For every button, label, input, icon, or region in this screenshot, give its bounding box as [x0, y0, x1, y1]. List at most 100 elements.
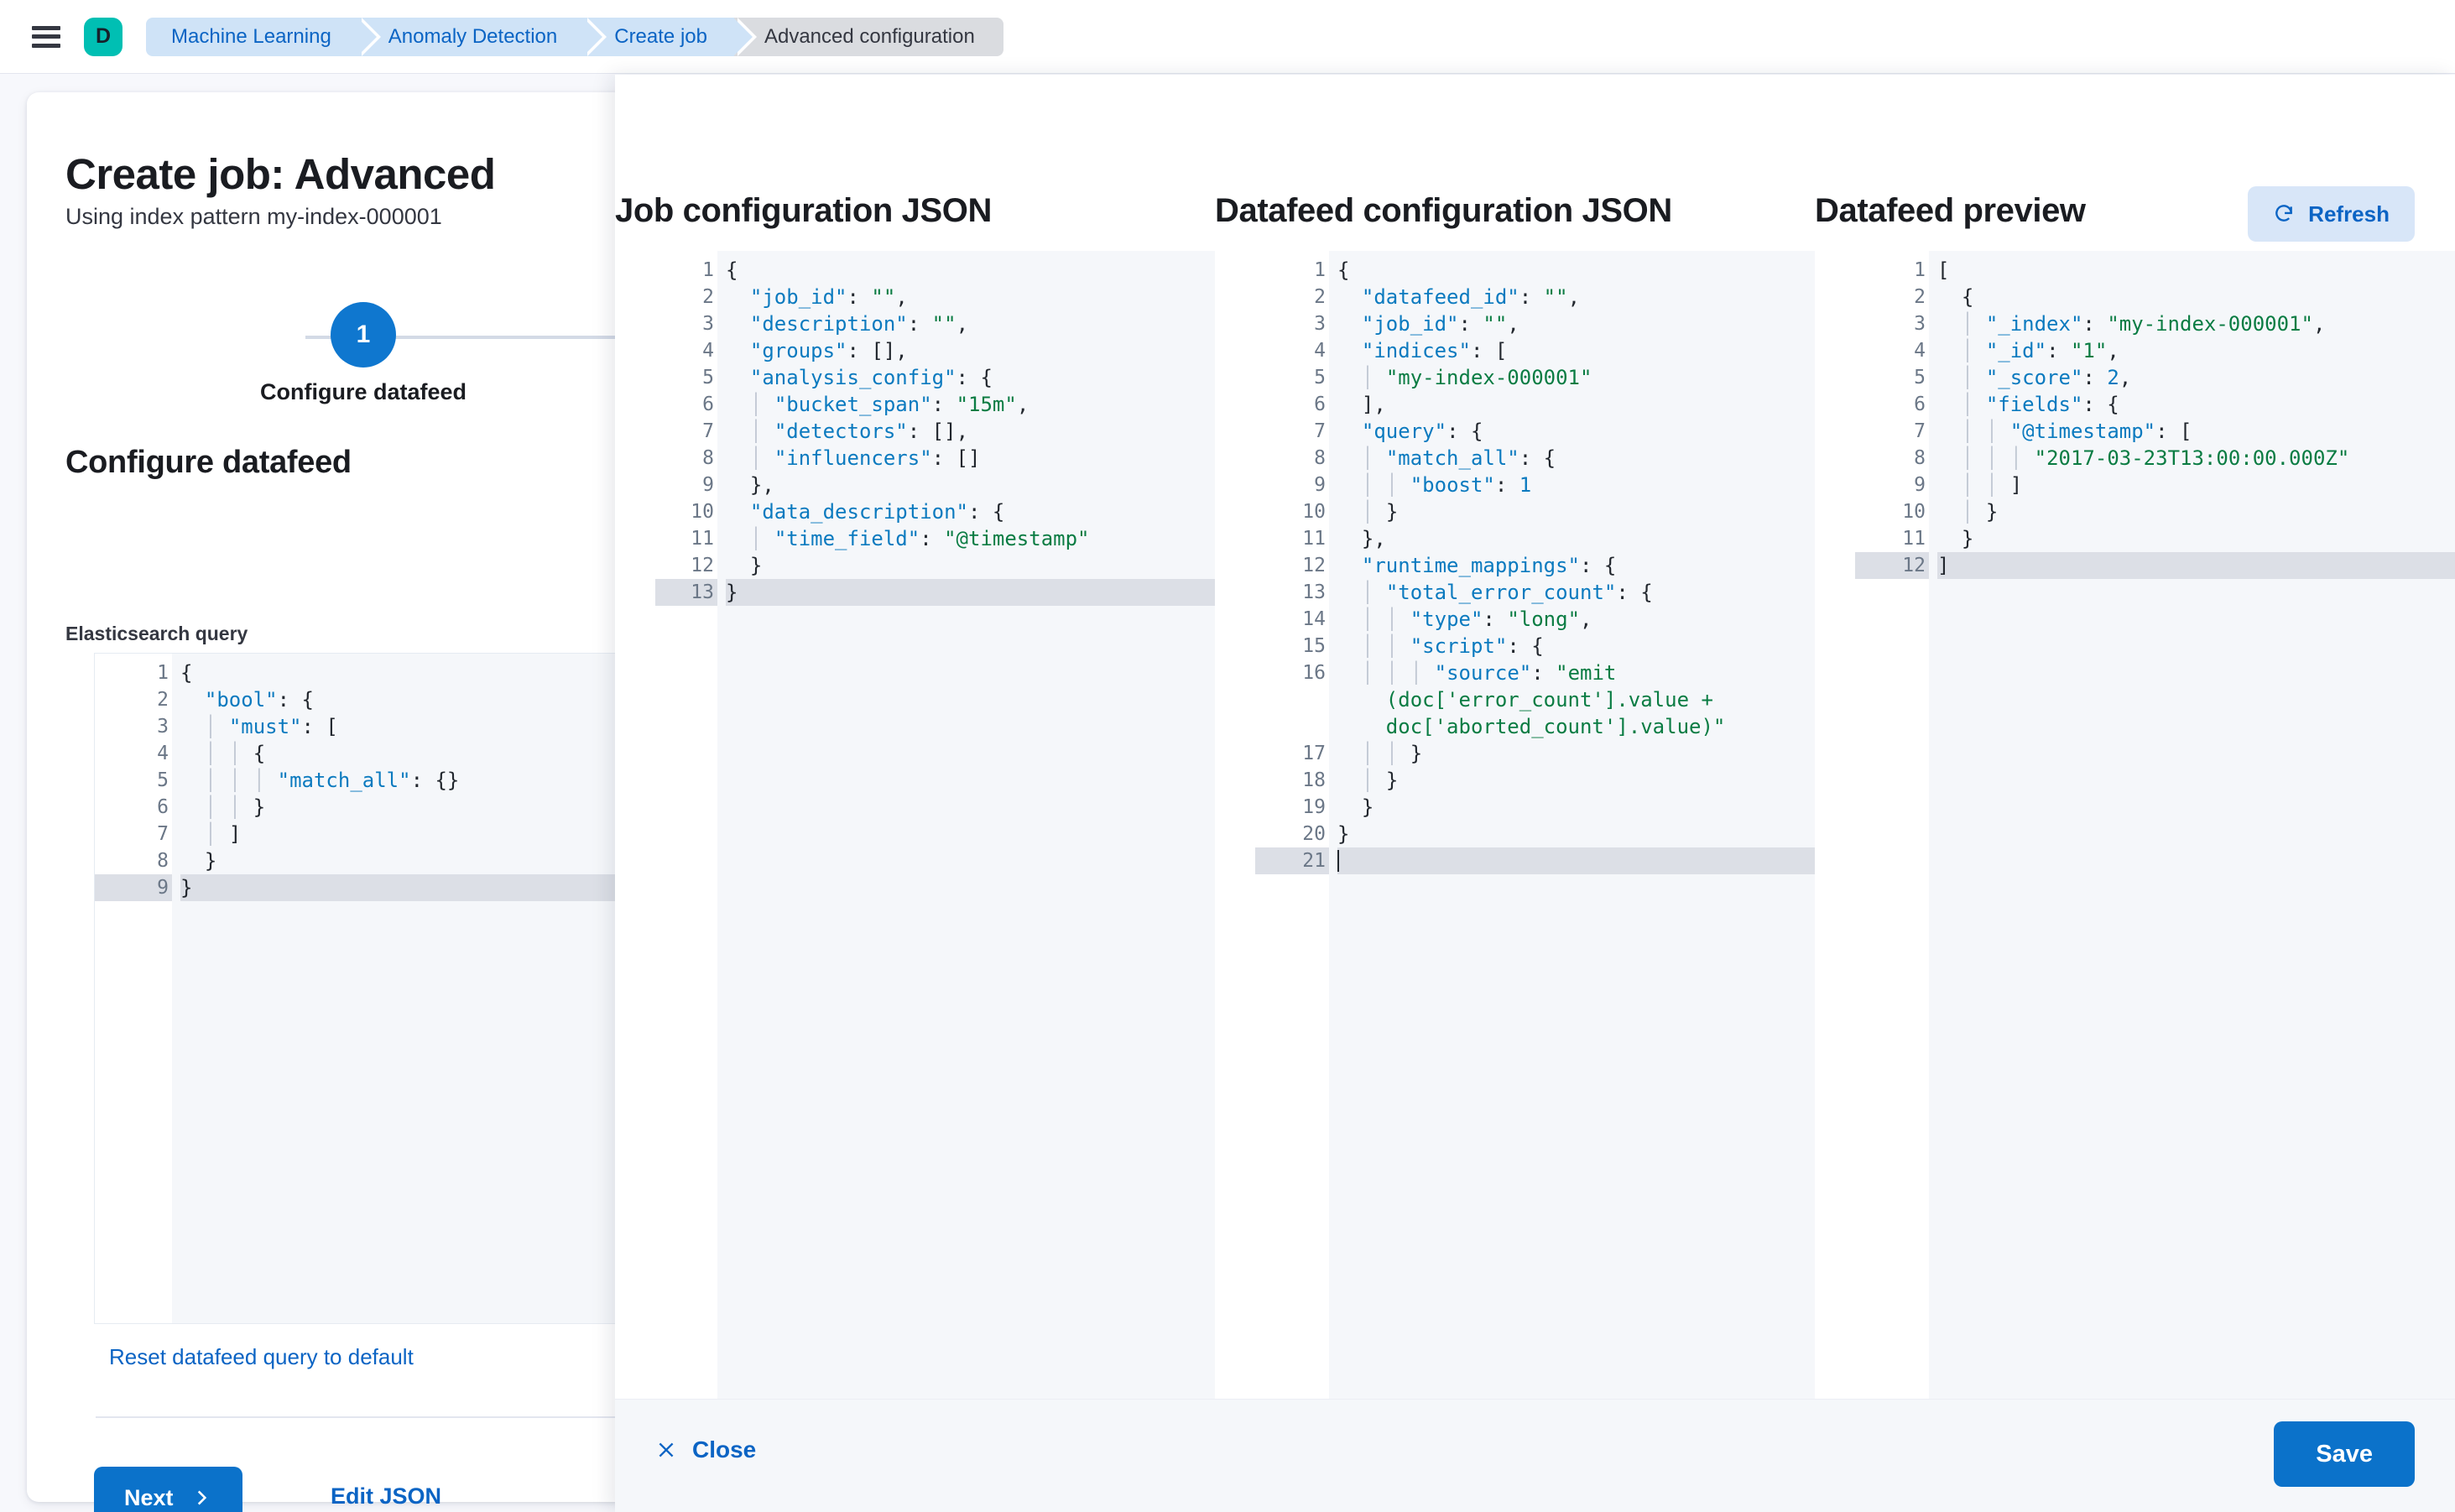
indent-guide: │ — [1985, 420, 2010, 443]
code-token: ] — [2009, 473, 2023, 497]
code-token: : — [2046, 339, 2071, 362]
text-cursor — [1337, 850, 1339, 872]
breadcrumb-item-advanced-configuration: Advanced configuration — [733, 17, 1003, 56]
line-number: 16 — [1302, 662, 1326, 684]
section-title-configure-datafeed: Configure datafeed — [65, 445, 352, 480]
editor-content[interactable]: { "datafeed_id": "", "job_id": "", "indi… — [1329, 251, 1815, 1399]
code-line: │ "my-index-000001" — [1337, 364, 1815, 391]
breadcrumb-item-anomaly-detection[interactable]: Anomaly Detection — [357, 17, 607, 56]
next-button[interactable]: Next — [94, 1467, 242, 1512]
indent-guide: │ — [1361, 634, 1386, 658]
indent-guide — [726, 500, 750, 524]
indent-guide — [180, 769, 205, 792]
line-number: 7 — [157, 823, 169, 845]
close-button[interactable]: Close — [655, 1436, 756, 1463]
code-line: │ │ │ "2017-03-23T13:00:00.000Z" — [1937, 445, 2455, 472]
hamburger-menu-icon[interactable] — [32, 25, 60, 48]
code-token: "runtime_mappings" — [1361, 554, 1580, 577]
line-number: 21 — [1255, 847, 1329, 874]
code-token: } — [1361, 795, 1374, 819]
indent-guide — [1337, 795, 1362, 819]
code-token: "@timestamp" — [2009, 420, 2156, 443]
code-token: : — [931, 393, 956, 416]
line-number: 13 — [1255, 579, 1342, 606]
code-token: "_id" — [1985, 339, 2047, 362]
editor-content[interactable]: [ { │ "_index": "my-index-000001", │ "_i… — [1929, 251, 2455, 1399]
line-number: 7 — [1855, 418, 1942, 445]
line-number: 3 — [1914, 313, 1926, 335]
stepper-connector-line — [305, 336, 621, 339]
code-token: }, — [749, 473, 774, 497]
code-token: : — [847, 285, 872, 309]
indent-guide: │ — [1961, 473, 1986, 497]
indent-guide: │ — [1361, 742, 1386, 765]
code-line: "description": "", — [726, 310, 1215, 337]
code-token: "" — [871, 285, 896, 309]
code-line: "datafeed_id": "", — [1337, 284, 1815, 310]
indent-guide — [726, 339, 750, 362]
space-avatar-badge[interactable]: D — [84, 17, 122, 56]
code-token: "description" — [749, 312, 908, 336]
edit-json-button[interactable]: Edit JSON — [331, 1483, 442, 1509]
code-token: , — [1567, 285, 1581, 309]
code-line: } — [726, 552, 1215, 579]
breadcrumb-item-create-job[interactable]: Create job — [584, 17, 757, 56]
job-wizard-stepper: 1 Configure datafeed — [65, 302, 621, 404]
code-token: { — [1961, 285, 1974, 309]
code-token: "fields" — [1985, 393, 2083, 416]
code-line: "analysis_config": { — [726, 364, 1215, 391]
indent-guide: │ — [204, 742, 229, 765]
code-line: │ "bucket_span": "15m", — [726, 391, 1215, 418]
code-line: { — [1337, 257, 1815, 284]
indent-guide: │ — [1385, 661, 1410, 685]
line-number: 10 — [655, 498, 731, 525]
code-token: "1" — [2070, 339, 2108, 362]
indent-guide — [1937, 446, 1962, 470]
editor-content[interactable]: { "job_id": "", "description": "", "grou… — [717, 251, 1215, 1399]
code-token: "time_field" — [774, 527, 920, 550]
code-line: }, — [1337, 525, 1815, 552]
indent-guide — [1337, 393, 1362, 416]
code-token: "type" — [1410, 607, 1483, 631]
indent-guide — [726, 527, 750, 550]
code-token: } — [253, 795, 266, 819]
code-line: "job_id": "", — [1337, 310, 1815, 337]
indent-guide — [1937, 527, 1962, 550]
stepper-step-1-circle[interactable]: 1 — [331, 302, 396, 368]
indent-guide — [1337, 420, 1362, 443]
indent-guide: │ — [204, 822, 229, 846]
indent-guide: │ — [1410, 661, 1435, 685]
indent-guide — [726, 446, 750, 470]
code-line: } — [726, 579, 1215, 606]
code-token: [ — [1937, 258, 1950, 282]
code-token: "query" — [1361, 420, 1447, 443]
line-number: 10 — [1902, 501, 1926, 523]
code-token: 2 — [2107, 366, 2119, 389]
indent-guide: │ — [1961, 420, 1986, 443]
code-line: │ "_id": "1", — [1937, 337, 2455, 364]
code-line: } — [1337, 794, 1815, 821]
top-navigation-bar: D Machine Learning Anomaly Detection Cre… — [0, 0, 2455, 74]
line-number: 7 — [702, 420, 714, 442]
code-line: } — [180, 874, 621, 901]
code-token: { — [1337, 258, 1350, 282]
code-line: "groups": [], — [726, 337, 1215, 364]
save-button[interactable]: Save — [2274, 1421, 2415, 1487]
code-token: "_index" — [1985, 312, 2083, 336]
indent-guide: │ — [1361, 769, 1386, 792]
code-token: : { — [1446, 420, 1483, 443]
code-token: : { — [956, 366, 993, 389]
indent-guide — [1337, 366, 1362, 389]
code-token: "job_id" — [749, 285, 847, 309]
breadcrumb-item-machine-learning[interactable]: Machine Learning — [146, 17, 381, 56]
code-token: ], — [1361, 393, 1386, 416]
editor-content[interactable]: { "bool": { │ "must": [ │ │ { │ │ │ "mat… — [172, 654, 621, 1323]
reset-datafeed-query-link[interactable]: Reset datafeed query to default — [109, 1344, 414, 1369]
refresh-button[interactable]: Refresh — [2248, 186, 2415, 242]
